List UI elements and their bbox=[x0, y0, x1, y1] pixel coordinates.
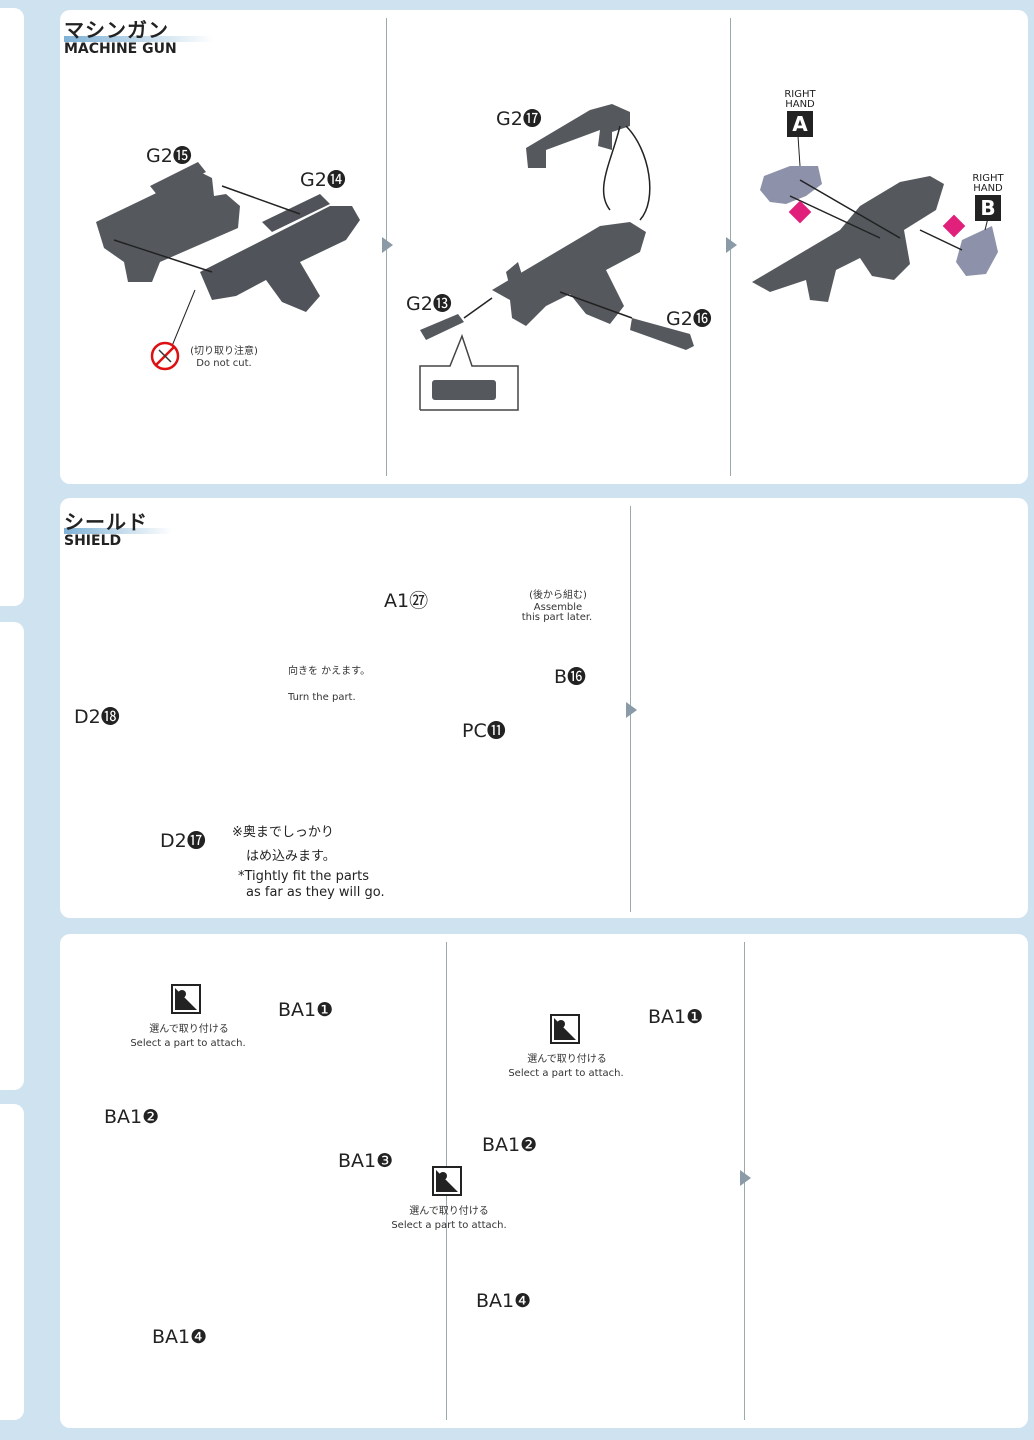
part-label: BA1❶ bbox=[278, 999, 334, 1021]
section-title-en: MACHINE GUN bbox=[64, 41, 177, 57]
assembly-line bbox=[559, 291, 633, 319]
select-part-icon bbox=[171, 984, 201, 1014]
gun-magazine-part bbox=[630, 318, 694, 350]
leader-line bbox=[171, 289, 196, 347]
left-page-card bbox=[0, 622, 24, 1090]
fit-note-jp-2: はめ込みます。 bbox=[246, 849, 336, 864]
hand-b-letter: B bbox=[975, 195, 1001, 221]
assembly-line bbox=[463, 297, 493, 319]
select-part-icon bbox=[550, 1014, 580, 1044]
later-en: this part later. bbox=[521, 612, 593, 623]
part-label: BA1❶ bbox=[648, 1006, 704, 1028]
turn-en: Turn the part. bbox=[288, 692, 356, 703]
gun-half-left bbox=[96, 162, 240, 282]
part-label: A1㉗ bbox=[384, 590, 429, 612]
part-label: G2⓯ bbox=[146, 145, 192, 167]
part-label: G2⓮ bbox=[300, 169, 346, 191]
stand-panel bbox=[60, 934, 1028, 1428]
left-page-card bbox=[0, 1104, 24, 1420]
part-label: G2⓰ bbox=[666, 308, 712, 330]
hand-b-label: RIGHT HAND bbox=[972, 173, 1004, 194]
turn-jp: 向きを かえます。 bbox=[288, 666, 371, 677]
step-arrow-icon bbox=[726, 237, 737, 253]
part-label: BA1❹ bbox=[476, 1290, 532, 1312]
section-bar bbox=[64, 36, 214, 42]
assembly-line bbox=[799, 179, 901, 239]
assembly-line bbox=[221, 185, 301, 215]
gun-complete bbox=[752, 176, 944, 302]
caution-en: Do not cut. bbox=[196, 358, 252, 369]
assembly-line bbox=[625, 125, 651, 221]
select-part-icon bbox=[432, 1166, 462, 1196]
zoom-part bbox=[432, 380, 496, 400]
select-en: Select a part to attach. bbox=[130, 1038, 246, 1049]
part-label: G2⓭ bbox=[406, 293, 452, 315]
section-title-shield: シールド SHIELD bbox=[64, 506, 148, 549]
section-title-machine-gun: マシンガン MACHINE GUN bbox=[64, 14, 177, 57]
assembly-line bbox=[113, 239, 213, 273]
section-title-jp: シールド bbox=[64, 510, 148, 534]
select-en: Select a part to attach. bbox=[508, 1068, 624, 1079]
later-en: Assemble bbox=[533, 602, 583, 613]
left-page-card bbox=[0, 8, 24, 606]
step-arrow-icon bbox=[740, 1170, 751, 1186]
gun-muzzle-part bbox=[420, 314, 464, 340]
right-hand-a bbox=[760, 166, 822, 204]
gun-stock-part bbox=[526, 104, 630, 168]
step-arrow-icon bbox=[382, 237, 393, 253]
part-label: PC⓫ bbox=[462, 720, 506, 742]
part-label: G2⓱ bbox=[496, 108, 542, 130]
section-title-jp: マシンガン bbox=[64, 18, 169, 42]
select-en: Select a part to attach. bbox=[391, 1220, 507, 1231]
section-title-en: SHIELD bbox=[64, 533, 122, 549]
part-label: BA1❸ bbox=[338, 1150, 394, 1172]
hand-a-letter: A bbox=[787, 111, 813, 137]
gun-body-assembled bbox=[492, 222, 646, 326]
later-jp: (後から組む) bbox=[529, 590, 587, 601]
fit-note-en-2: as far as they will go. bbox=[246, 885, 385, 900]
select-jp: 選んで取り付ける bbox=[409, 1206, 489, 1217]
part-label: B⓰ bbox=[554, 666, 587, 688]
leader-line bbox=[797, 135, 801, 167]
part-label: BA1❹ bbox=[152, 1326, 208, 1348]
section-bar bbox=[64, 528, 172, 534]
right-hand-b bbox=[956, 226, 998, 276]
assembly-line bbox=[602, 125, 621, 211]
fit-note-jp-1: ※奥までしっかり bbox=[232, 825, 334, 840]
part-label: BA1❷ bbox=[104, 1106, 160, 1128]
fit-note-en-1: *Tightly fit the parts bbox=[238, 869, 369, 884]
select-jp: 選んで取り付ける bbox=[527, 1054, 607, 1065]
shield-panel bbox=[60, 498, 1028, 918]
select-jp: 選んで取り付ける bbox=[149, 1024, 229, 1035]
hand-a-label: RIGHT HAND bbox=[784, 89, 816, 110]
no-cut-icon bbox=[150, 341, 180, 371]
part-label: BA1❷ bbox=[482, 1134, 538, 1156]
part-label: D2⓲ bbox=[74, 706, 120, 728]
assembly-line bbox=[919, 229, 963, 251]
step-arrow-icon bbox=[626, 702, 637, 718]
assembly-line bbox=[789, 195, 881, 239]
caution-jp: (切り取り注意) bbox=[190, 346, 258, 357]
part-label: D2⓱ bbox=[160, 830, 206, 852]
